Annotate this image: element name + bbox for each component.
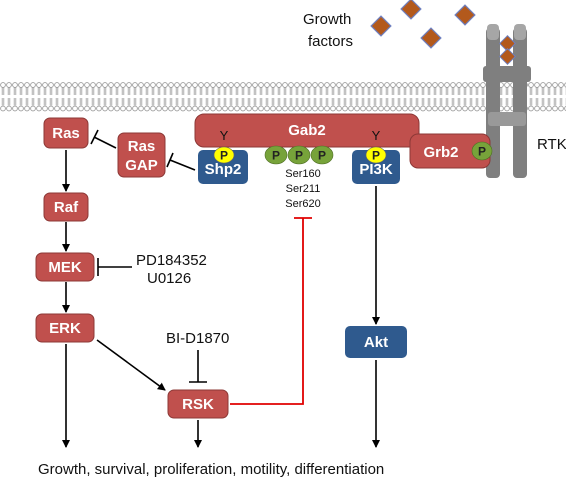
shp2-label: Shp2 (205, 161, 242, 178)
phospho-green-2 (287, 145, 311, 165)
mek-node (35, 252, 95, 282)
growth-factors-label-2: factors (308, 33, 353, 50)
phospho-green-3 (310, 145, 334, 165)
phospho-label: P (272, 149, 280, 163)
rtk-label: RTK (537, 136, 566, 153)
ras-node (43, 117, 89, 149)
inhibit-rsk-gab2 (230, 217, 312, 405)
pi3k-node (352, 150, 400, 184)
phospho-yellow-left (213, 146, 235, 164)
shp2-node (198, 150, 248, 184)
inhibit-rasgap-ras-bar (90, 129, 99, 145)
ligand-diamond (400, 0, 422, 20)
phospho-green-1 (264, 145, 288, 165)
ligand-diamond (499, 48, 516, 65)
ligand-diamond (370, 15, 392, 37)
raf-node (43, 192, 89, 222)
cell-membrane (0, 82, 566, 112)
ras-label: Ras (52, 125, 80, 142)
phospho-label: P (220, 149, 228, 163)
ligand-diamond (454, 4, 476, 26)
arrow-erk-rsk (96, 339, 166, 391)
phospho-label: P (295, 149, 303, 163)
tyrosine-right-label: Y (372, 128, 381, 143)
raf-label: Raf (54, 199, 79, 216)
inhibit-rasgap-ras (93, 136, 117, 149)
ser-site-1: Ser160 (285, 168, 320, 180)
gab2-label: Gab2 (288, 122, 326, 139)
erk-node (35, 313, 95, 343)
rsk-inhibitor: BI-D1870 (166, 330, 229, 347)
ser-site-2: Ser211 (286, 183, 321, 195)
erk-label: ERK (49, 320, 81, 337)
inhibit-shp2-rasgap-bar (166, 152, 174, 168)
ligand-diamond (499, 35, 516, 52)
mek-inhibitor-2: U0126 (147, 270, 191, 287)
rsk-label: RSK (182, 396, 214, 413)
akt-node (345, 326, 407, 358)
phospho-label: P (318, 149, 326, 163)
growth-factors-label-1: Growth (303, 11, 351, 28)
mek-label: MEK (48, 259, 82, 276)
rsk-node (167, 389, 229, 419)
outcome-label: Growth, survival, proliferation, motilit… (38, 461, 384, 478)
ras-gap-label-2: GAP (125, 157, 158, 174)
ligand-diamond (420, 27, 442, 49)
ser-site-3: Ser620 (285, 198, 320, 210)
gab2-node (194, 113, 420, 148)
akt-label: Akt (364, 334, 388, 351)
inhibit-shp2-rasgap (169, 159, 196, 171)
phospho-label: P (478, 145, 486, 159)
phospho-green-grb2 (471, 141, 493, 161)
ras-gap-node (117, 132, 166, 178)
phospho-yellow-right (365, 146, 387, 164)
ras-gap-label-1: Ras (128, 138, 156, 155)
grb2-label: Grb2 (423, 144, 458, 161)
growth-factor-ligands (370, 0, 476, 49)
mek-inhibitor-1: PD184352 (136, 252, 207, 269)
inhibition-lines (90, 129, 207, 383)
phospho-label: P (372, 149, 380, 163)
tyrosine-left-label: Y (220, 128, 229, 143)
activation-arrows (62, 150, 380, 448)
pi3k-label: PI3K (359, 161, 393, 178)
